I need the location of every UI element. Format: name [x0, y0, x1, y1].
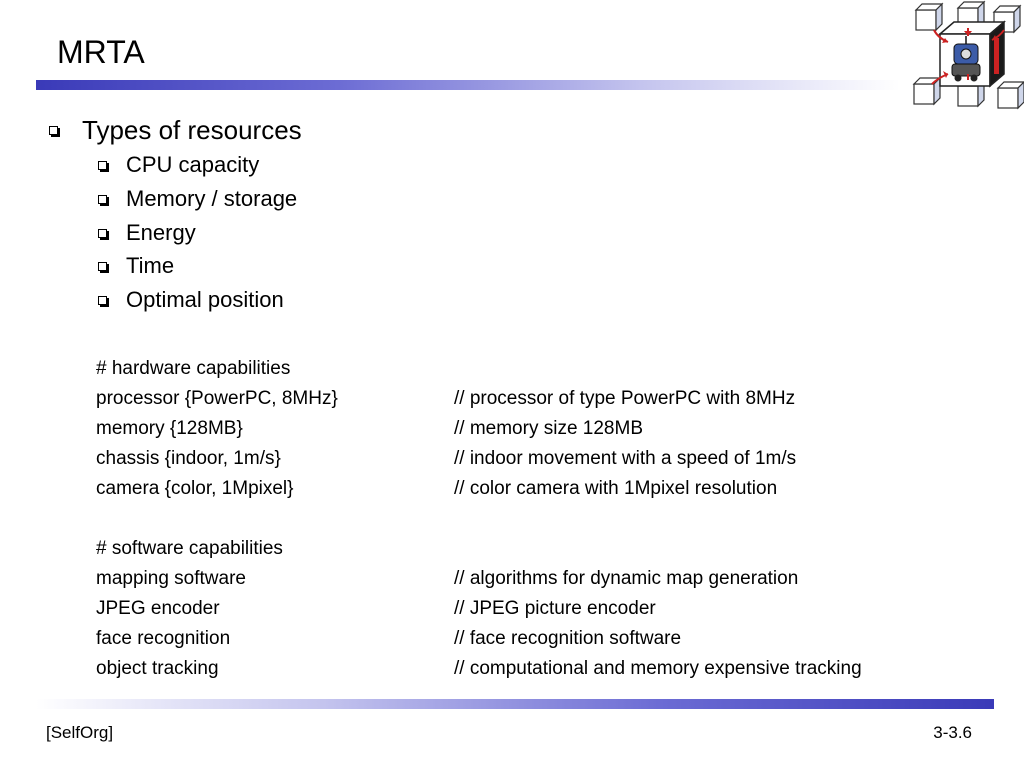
square-bullet-icon [49, 125, 58, 135]
bullet-text: Optimal position [126, 287, 284, 312]
bullet-item: Memory / storage [98, 186, 297, 212]
capability-row: chassis {indoor, 1m/s} // indoor movemen… [96, 447, 796, 471]
bullet-text: Energy [126, 220, 196, 245]
capability-row: face recognition // face recognition sof… [96, 627, 681, 651]
square-bullet-icon [98, 261, 107, 271]
capability-item: face recognition [96, 628, 231, 649]
capability-row: JPEG encoder // JPEG picture encoder [96, 597, 656, 621]
capability-comment: // memory size 128MB [454, 418, 643, 439]
capability-row: mapping software // algorithms for dynam… [96, 567, 798, 591]
capability-item: chassis {indoor, 1m/s} [96, 448, 281, 469]
capability-item: mapping software [96, 568, 246, 589]
capability-row: memory {128MB} // memory size 128MB [96, 417, 643, 441]
bullet-item: Energy [98, 220, 196, 246]
capability-row: object tracking // computational and mem… [96, 657, 862, 681]
bullet-text: Time [126, 253, 175, 278]
square-bullet-icon [98, 228, 107, 238]
bullet-text: Types of resources [82, 115, 302, 145]
footer-bar [36, 699, 994, 709]
bullet-item: Optimal position [98, 287, 284, 313]
bullet-text: Memory / storage [126, 186, 298, 211]
footer-page-number: 3-3.6 [933, 723, 972, 742]
square-bullet-icon [98, 194, 107, 204]
capability-comment: // face recognition software [454, 628, 682, 649]
bullet-item: Types of resources [49, 115, 302, 145]
capability-row: processor {PowerPC, 8MHz} // processor o… [96, 387, 795, 411]
hardware-heading: # hardware capabilities [96, 358, 291, 379]
square-bullet-icon [98, 160, 107, 170]
robot-cube-logo-icon [912, 0, 1024, 110]
capability-comment: // algorithms for dynamic map generation [454, 568, 799, 589]
footer-source: [SelfOrg] [46, 723, 114, 742]
bullet-item: Time [98, 253, 174, 279]
capability-item: memory {128MB} [96, 418, 243, 439]
title-underline-bar [36, 80, 900, 90]
software-heading: # software capabilities [96, 538, 283, 559]
capability-item: object tracking [96, 658, 219, 679]
capability-row: camera {color, 1Mpixel} // color camera … [96, 477, 777, 501]
capability-item: JPEG encoder [96, 598, 220, 619]
capability-comment: // computational and memory expensive tr… [454, 658, 862, 679]
slide-title: MRTA [57, 34, 145, 70]
capability-item: processor {PowerPC, 8MHz} [96, 388, 338, 409]
capability-comment: // color camera with 1Mpixel resolution [454, 478, 778, 499]
bullet-text: CPU capacity [126, 152, 260, 177]
bullet-item: CPU capacity [98, 152, 259, 178]
capability-comment: // processor of type PowerPC with 8MHz [454, 388, 796, 409]
capability-item: camera {color, 1Mpixel} [96, 478, 294, 499]
capability-comment: // JPEG picture encoder [454, 598, 656, 619]
capability-comment: // indoor movement with a speed of 1m/s [454, 448, 797, 469]
square-bullet-icon [98, 295, 107, 305]
